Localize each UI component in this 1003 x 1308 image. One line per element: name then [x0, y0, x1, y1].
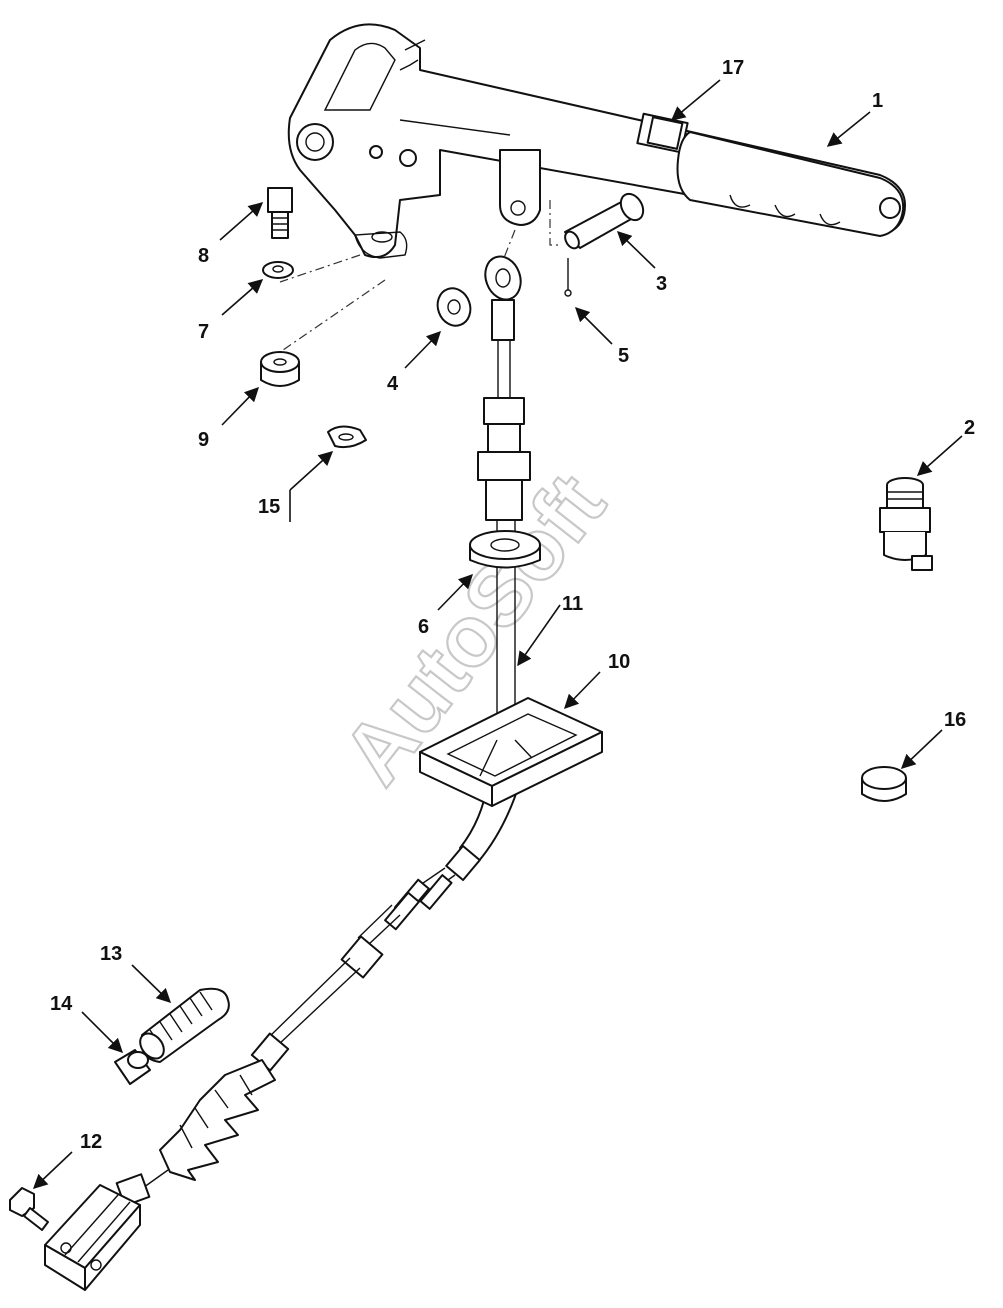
callout-4: 4 — [387, 373, 399, 395]
part-10-boot — [419, 697, 603, 807]
callout-10: 10 — [608, 651, 630, 673]
callout-2: 2 — [964, 417, 975, 439]
centerline — [279, 254, 361, 283]
part-4-washer — [436, 287, 472, 327]
part-8-bolt — [267, 187, 293, 239]
part-13-spring — [139, 987, 230, 1063]
leader-line-5 — [574, 306, 613, 345]
leader-line-9 — [221, 386, 260, 426]
leader-line-2 — [916, 435, 963, 476]
part-12-bolt — [9, 1187, 49, 1231]
leader-line-4 — [404, 330, 442, 369]
callout-14: 14 — [50, 993, 73, 1015]
part-11-cable — [44, 255, 531, 1291]
callout-12: 12 — [80, 1131, 102, 1153]
part-6-grommet — [469, 530, 541, 569]
leader-line-15 — [289, 451, 334, 491]
centerline — [282, 279, 386, 351]
part-17-label — [646, 116, 684, 150]
callout-3: 3 — [656, 273, 667, 295]
callout-13: 13 — [100, 943, 122, 965]
leader-line-10 — [563, 671, 601, 710]
centerline — [549, 200, 560, 246]
part-5-cotter-pin — [564, 258, 572, 297]
part-2-switch — [879, 477, 933, 571]
leader-line-1 — [826, 111, 871, 147]
callout-17: 17 — [722, 57, 744, 79]
callout-7: 7 — [198, 321, 209, 343]
leader-line-6 — [437, 573, 474, 611]
callout-5: 5 — [618, 345, 629, 367]
leader-line-17 — [670, 79, 721, 121]
leader-line-14 — [81, 1011, 124, 1054]
leader-line-3 — [616, 230, 656, 269]
leader-line-11 — [517, 604, 561, 667]
callout-8: 8 — [198, 245, 209, 267]
centerline — [499, 229, 516, 269]
callout-6: 6 — [418, 616, 429, 638]
part-3-clevis-pin — [564, 192, 645, 250]
part-1-brake-lever — [287, 23, 906, 259]
leader-line-7 — [221, 279, 264, 316]
part-7-washer — [262, 261, 294, 279]
part-14-nut — [114, 1049, 151, 1085]
callout-9: 9 — [198, 429, 209, 451]
callout-15: 15 — [258, 496, 280, 518]
part-9-spacer — [260, 351, 300, 387]
leader-line-12 — [32, 1151, 73, 1189]
leader-line-13 — [131, 964, 172, 1004]
part-15-clip — [327, 425, 367, 449]
leader-line-16 — [900, 729, 943, 769]
callout-11: 11 — [562, 593, 583, 615]
callout-16: 16 — [944, 709, 966, 731]
part-16-plug — [861, 766, 907, 802]
callout-1: 1 — [872, 90, 883, 112]
leader-line-8 — [219, 202, 264, 241]
